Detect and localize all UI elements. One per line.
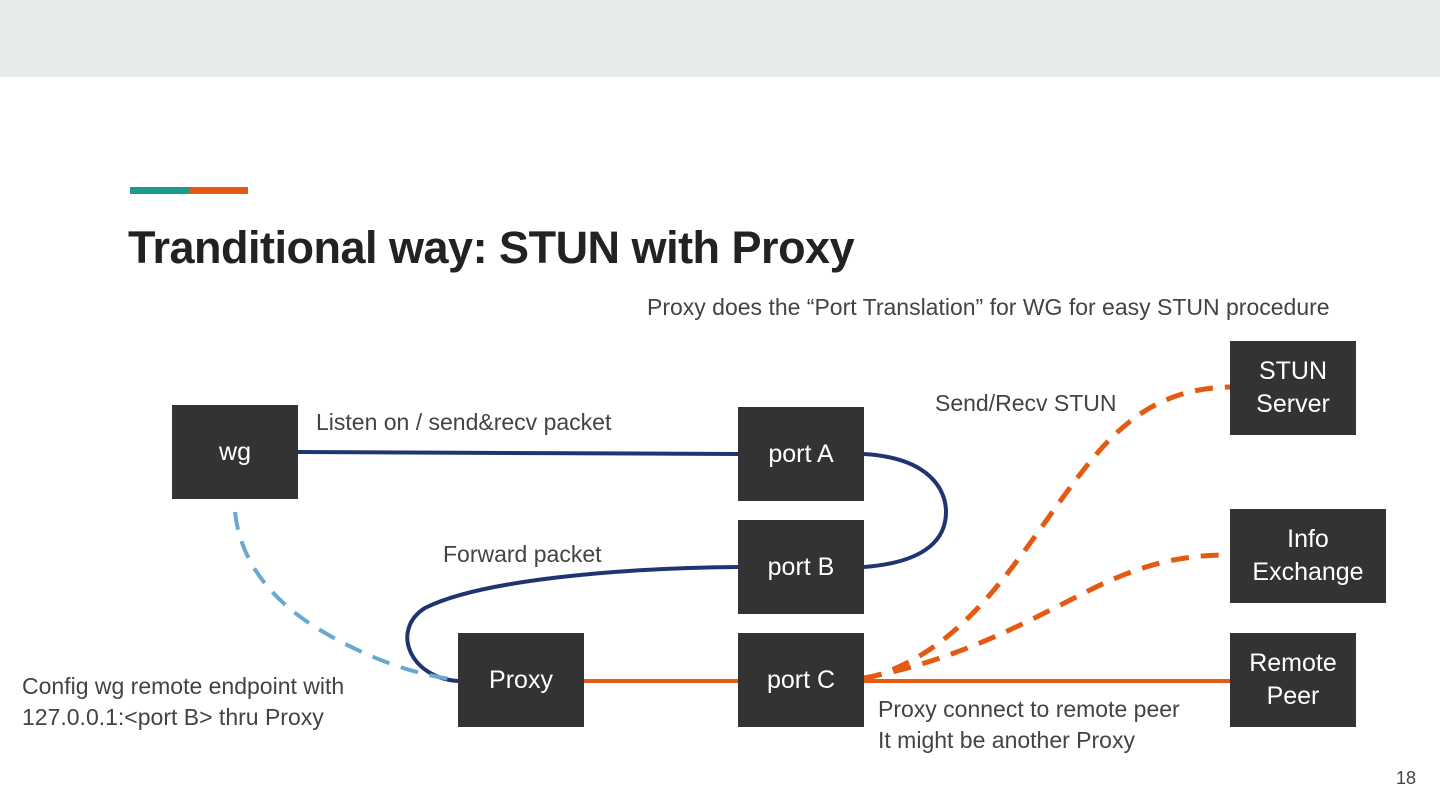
edge-wg-proxy-dashed xyxy=(233,511,459,682)
node-port-a: port A xyxy=(738,407,864,501)
page-number: 18 xyxy=(1395,768,1416,788)
label-remote-line2: It might be another Proxy xyxy=(878,727,1135,753)
slide-title: Tranditional way: STUN with Proxy xyxy=(128,222,855,273)
edge-wg-port-a xyxy=(297,450,739,456)
node-info-exchange: Info Exchange xyxy=(1230,509,1386,603)
title-accent-teal xyxy=(130,187,190,194)
node-remote-peer: Remote Peer xyxy=(1230,633,1356,727)
title-accent-orange xyxy=(190,187,248,194)
edge-port-c-stun-dashed xyxy=(863,384,1231,682)
edge-port-b-proxy-loop xyxy=(405,565,739,683)
label-config-line1: Config wg remote endpoint with xyxy=(22,673,345,699)
label-forward: Forward packet xyxy=(443,541,602,567)
label-listen: Listen on / send&recv packet xyxy=(316,409,612,435)
edge-port-a-port-b-loop xyxy=(863,452,949,569)
label-remote-line1: Proxy connect to remote peer xyxy=(878,696,1180,722)
top-banner xyxy=(0,0,1440,77)
node-proxy: Proxy xyxy=(458,633,584,727)
edge-port-c-info-dashed xyxy=(863,552,1231,681)
label-send-recv-stun: Send/Recv STUN xyxy=(935,390,1117,416)
node-port-b: port B xyxy=(738,520,864,614)
label-config-line2: 127.0.0.1:<port B> thru Proxy xyxy=(22,704,324,730)
node-port-c: port C xyxy=(738,633,864,727)
slide-subtitle: Proxy does the “Port Translation” for WG… xyxy=(647,294,1330,320)
node-stun-server: STUN Server xyxy=(1230,341,1356,435)
node-wg: wg xyxy=(172,405,298,499)
